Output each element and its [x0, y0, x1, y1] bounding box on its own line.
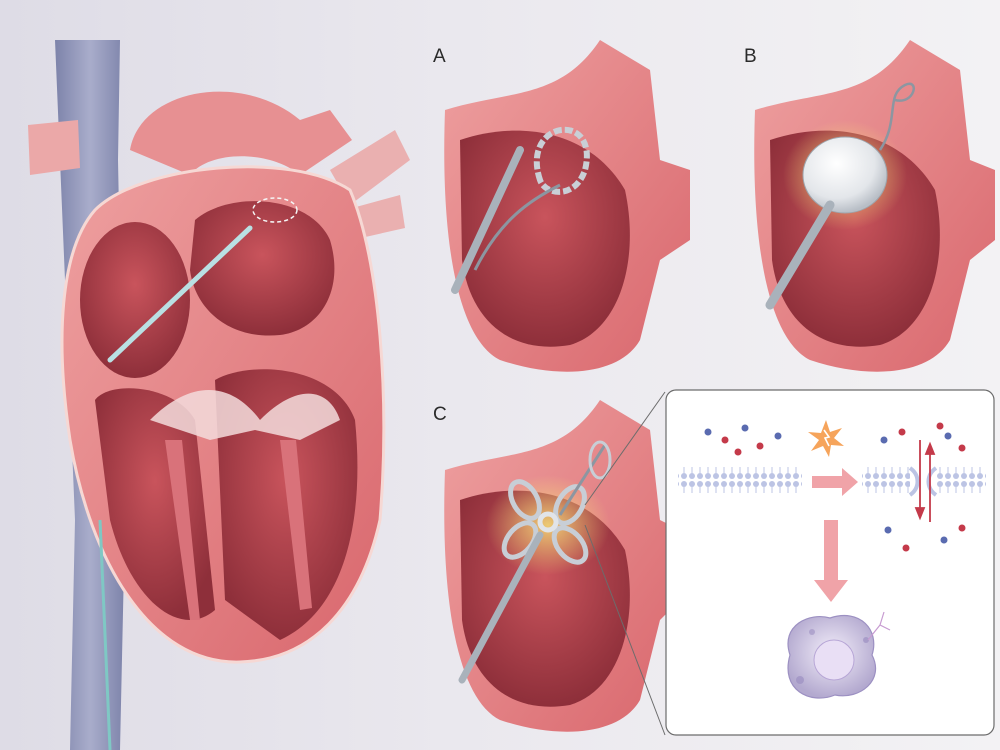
papillary-muscle [165, 440, 312, 620]
panel-b-guidewire [878, 82, 915, 151]
cryo-balloon [802, 136, 888, 214]
porated-membrane-left [862, 465, 910, 495]
valve-tissue [150, 390, 340, 440]
panel-c-guidewire [558, 444, 607, 516]
cell-nucleus [813, 639, 855, 681]
ion-flux-arrows [914, 440, 936, 522]
right-atrium [80, 222, 190, 378]
panel-a-circular-catheter [533, 126, 590, 195]
left-ventricle [215, 369, 358, 640]
porated-membrane-right [936, 465, 986, 495]
ions-porated [880, 422, 966, 552]
panel-b-sheath [765, 200, 835, 310]
panel-c-sheath [458, 531, 544, 684]
intact-membrane [678, 465, 802, 495]
arrow-right-icon [812, 468, 858, 496]
left-vessel [28, 120, 80, 175]
left-atrium [190, 201, 335, 336]
venous-catheter [98, 519, 112, 750]
apoptotic-cell [787, 611, 891, 699]
panel-a-label: A [433, 46, 446, 67]
transseptal-catheter [107, 225, 253, 363]
electroporation-inset [665, 389, 995, 736]
callout-line-top [584, 391, 666, 506]
ions-outside [704, 424, 782, 456]
panel-a-guide [473, 183, 561, 271]
panel-c: C [433, 391, 680, 736]
lightning-burst-icon [808, 420, 844, 457]
target-site [252, 197, 298, 223]
panel-c-tip-loop [588, 440, 612, 480]
pulmonary-vein-upper [330, 130, 410, 205]
membrane-pore [908, 466, 938, 497]
arrow-down-icon [814, 520, 848, 602]
panel-c-glow [486, 475, 610, 575]
panel-a-sheath [451, 146, 524, 294]
panel-c-label: C [433, 404, 447, 425]
aortic-arch [130, 91, 352, 175]
panel-a: A [433, 40, 690, 372]
callout-line-bottom [584, 524, 666, 736]
heart-cross-section [28, 40, 410, 750]
panel-b-label: B [744, 46, 757, 67]
panel-b: B [744, 40, 995, 372]
